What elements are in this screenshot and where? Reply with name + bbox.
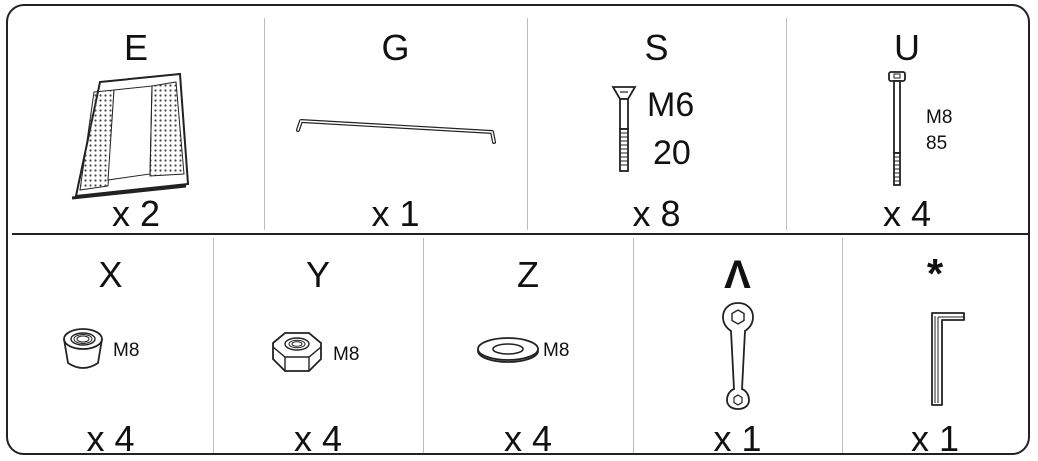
part-quantity: x 1 [713, 418, 762, 459]
cap-nut-illustration [63, 328, 103, 369]
part-s: S M6 20 x 8 [527, 8, 786, 232]
row-divider [12, 233, 1028, 235]
column-divider [527, 18, 528, 230]
part-quantity: x 1 [910, 418, 960, 459]
wrench-illustration [722, 302, 754, 410]
part-quantity: x 4 [86, 418, 135, 459]
part-z: Z M8 x 4 [423, 235, 633, 457]
part-quantity: x 2 [111, 193, 161, 234]
part-quantity: x 8 [632, 193, 681, 234]
washer-size: M8 [543, 340, 570, 361]
nut-size: M8 [113, 340, 140, 361]
part-g: G x 1 [264, 8, 527, 232]
bolt-length: 85 [926, 133, 948, 154]
bolt-size: M6 [647, 86, 695, 124]
column-divider [633, 238, 634, 453]
long-bolt-illustration [888, 71, 906, 186]
part-quantity: x 1 [371, 193, 420, 234]
column-divider [786, 18, 787, 230]
part-wrench: Λ x 1 [633, 235, 842, 457]
rod-illustration [296, 119, 496, 144]
column-divider [423, 238, 424, 453]
part-hex-key: * x 1 [842, 235, 1028, 457]
part-letter: Λ [724, 253, 751, 297]
part-u: U M8 85 x 4 [786, 8, 1028, 232]
parts-list-frame [6, 4, 1030, 455]
column-divider [264, 18, 265, 230]
side-panel-illustration [71, 72, 190, 200]
part-e: E x 2 [8, 8, 264, 232]
nut-size: M8 [333, 344, 360, 365]
part-letter: G [381, 27, 410, 68]
column-divider [842, 238, 843, 453]
part-quantity: x 4 [293, 418, 343, 459]
part-letter: E [123, 27, 148, 68]
washer-illustration [477, 337, 539, 363]
column-divider [213, 238, 214, 453]
part-y: Y M8 x 4 [213, 235, 423, 457]
part-letter: U [894, 27, 920, 68]
bolt-length: 20 [653, 134, 691, 172]
part-letter: Y [305, 254, 330, 295]
part-quantity: x 4 [882, 193, 932, 234]
bolt-illustration [611, 86, 637, 172]
part-letter: Z [517, 254, 539, 295]
part-x: X M8 x 4 [8, 235, 213, 457]
part-letter: * [926, 250, 944, 297]
part-quantity: x 4 [503, 418, 553, 459]
part-letter: X [98, 254, 123, 295]
bolt-size: M8 [926, 107, 953, 128]
hex-key-illustration [931, 312, 965, 406]
part-letter: S [644, 27, 669, 68]
hex-nut-illustration [272, 332, 322, 372]
